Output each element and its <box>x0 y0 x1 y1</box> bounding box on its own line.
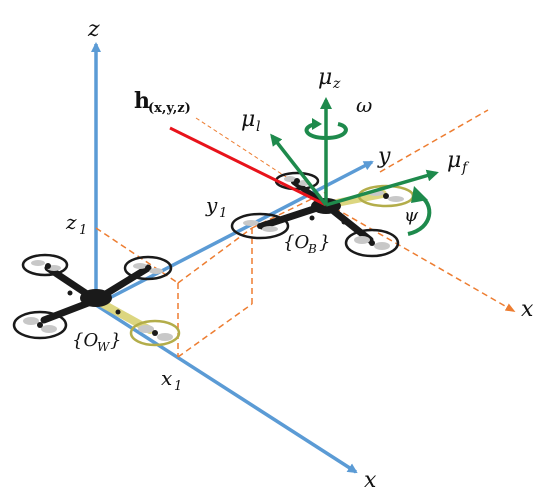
svg-text:(x,y,z): (x,y,z) <box>148 101 191 116</box>
svg-text:h: h <box>134 88 150 114</box>
world-x-axis <box>95 303 358 474</box>
world-x-label: x <box>364 468 377 493</box>
svg-text:z: z <box>65 210 77 234</box>
body-y-label: y <box>377 144 391 169</box>
body-x-axis <box>325 202 516 312</box>
svg-text:1: 1 <box>174 379 182 394</box>
psi-label: ψ <box>404 205 419 226</box>
svg-text:1: 1 <box>79 223 87 238</box>
mu-f-label: μ f <box>447 148 470 176</box>
svg-text:z: z <box>332 76 341 92</box>
z1-label: z 1 <box>65 210 87 238</box>
heading-vector <box>169 126 327 207</box>
y1-label: y 1 <box>205 193 227 221</box>
heading-label: h (x,y,z) <box>134 88 191 116</box>
svg-text:μ: μ <box>447 148 461 173</box>
mu-l-vector <box>270 133 328 207</box>
svg-text:x: x <box>161 366 172 390</box>
svg-text:μ: μ <box>241 107 255 132</box>
svg-text:B: B <box>307 242 317 256</box>
svg-text:y: y <box>205 193 218 217</box>
svg-text:}: } <box>319 232 330 253</box>
omega-rotation-arrow <box>304 118 348 141</box>
svg-text:}: } <box>110 330 121 351</box>
world-frame-label: {O W } <box>72 330 121 354</box>
body-frame-label: {O B } <box>283 232 330 256</box>
body-x-label: x <box>521 297 534 322</box>
svg-text:{O: {O <box>283 232 309 253</box>
svg-text:μ: μ <box>318 65 332 90</box>
drone-world <box>12 253 181 347</box>
svg-text:l: l <box>256 119 260 135</box>
x1-label: x 1 <box>161 366 182 394</box>
mu-z-label: μ z <box>318 65 341 92</box>
body-y-extension <box>379 109 489 173</box>
svg-text:f: f <box>461 160 470 176</box>
omega-label: ω <box>356 93 372 117</box>
svg-text:1: 1 <box>219 206 227 221</box>
world-z-label: z <box>87 17 100 42</box>
mu-l-label: μ l <box>241 107 260 135</box>
world-y-axis <box>95 160 374 307</box>
psi-rotation-arrow <box>407 186 432 236</box>
svg-text:W: W <box>97 340 111 354</box>
svg-text:{O: {O <box>72 330 98 351</box>
mu-f-vector <box>325 169 439 207</box>
